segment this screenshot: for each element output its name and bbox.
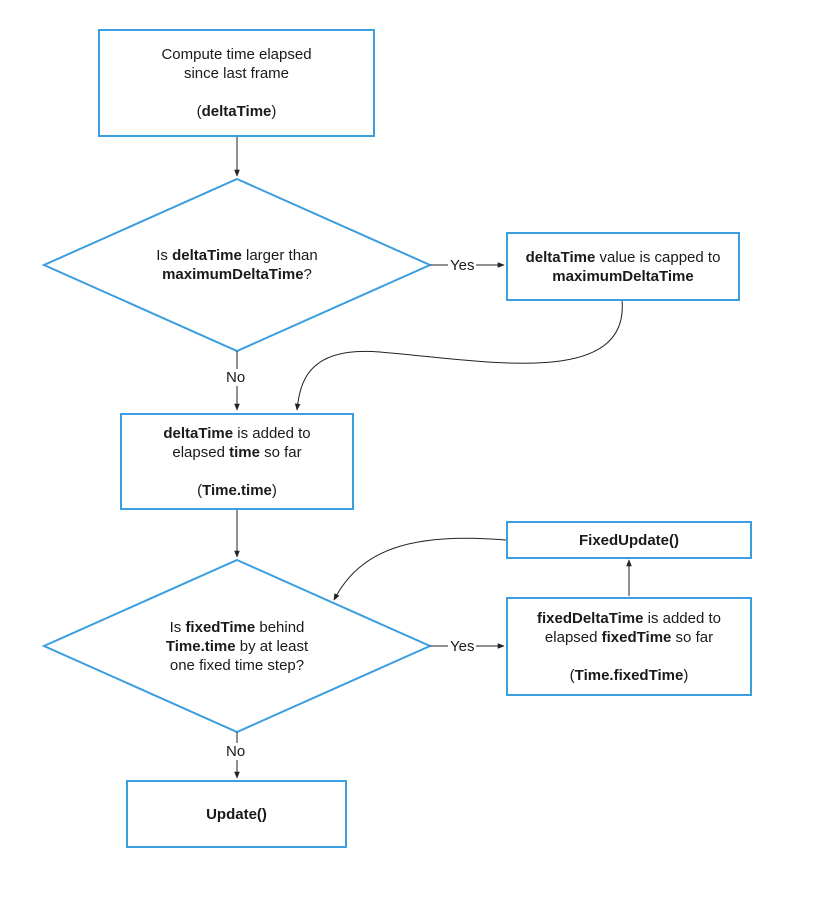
update-label: Update(): [206, 805, 267, 823]
delta-capped-box: deltaTime value is capped to maximumDelt…: [506, 232, 740, 301]
update-box: Update(): [126, 780, 347, 848]
edge-label-yes-2: Yes: [448, 638, 477, 655]
fixed-update-box: FixedUpdate(): [506, 521, 752, 559]
arrow-fixedupdate-to-decision2: [333, 537, 507, 601]
compute-line3: (deltaTime): [196, 103, 277, 120]
fixed-delta-added-box: fixedDeltaTime is added to elapsed fixed…: [506, 597, 752, 696]
fixed-update-label: FixedUpdate(): [578, 531, 679, 549]
compute-line2: since last frame: [183, 65, 290, 82]
compute-line1: Compute time elapsed: [161, 46, 312, 63]
compute-delta-time-box: Compute time elapsed since last frame (d…: [98, 29, 375, 137]
edge-label-no-1: No: [224, 369, 248, 386]
decision-fixed-time-text: Is fixedTime behind Time.time by at leas…: [165, 619, 309, 674]
edge-label-yes-1: Yes: [448, 257, 477, 274]
arrow-capped-to-added: [294, 299, 623, 411]
delta-added-box: deltaTime is added to elapsed time so fa…: [120, 413, 354, 510]
edge-label-no-2: No: [224, 743, 248, 760]
decision-max-delta-text: Is deltaTime larger than maximumDeltaTim…: [156, 247, 318, 283]
